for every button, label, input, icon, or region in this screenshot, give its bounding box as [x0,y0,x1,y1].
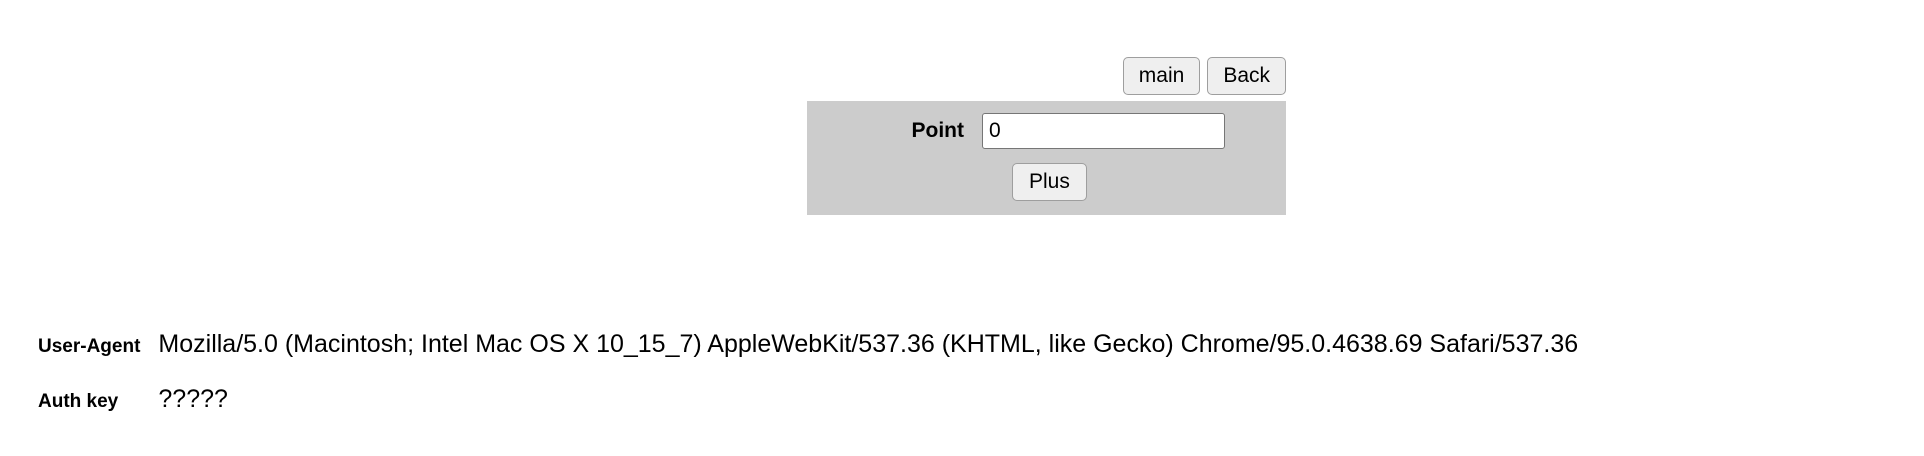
request-info-table: User-Agent Mozilla/5.0 (Macintosh; Intel… [38,330,1578,440]
main-button[interactable]: main [1122,57,1201,95]
user-agent-label: User-Agent [38,336,141,357]
point-form-panel: Point Plus [807,101,1286,215]
point-label: Point [911,119,965,142]
point-input[interactable] [982,113,1225,149]
user-agent-value: Mozilla/5.0 (Macintosh; Intel Mac OS X 1… [158,330,1579,358]
plus-button[interactable]: Plus [1012,163,1087,201]
table-row: User-Agent Mozilla/5.0 (Macintosh; Intel… [38,330,1578,385]
auth-key-value: ????? [158,385,228,413]
auth-key-label: Auth key [38,391,119,412]
back-button[interactable]: Back [1207,57,1286,95]
nav-button-group: main Back [807,57,1286,101]
point-field-row: Point [807,113,1286,149]
point-action-row: Plus [807,149,1286,201]
table-row: Auth key ????? [38,385,1578,440]
point-form-block: main Back Point Plus [807,57,1286,215]
